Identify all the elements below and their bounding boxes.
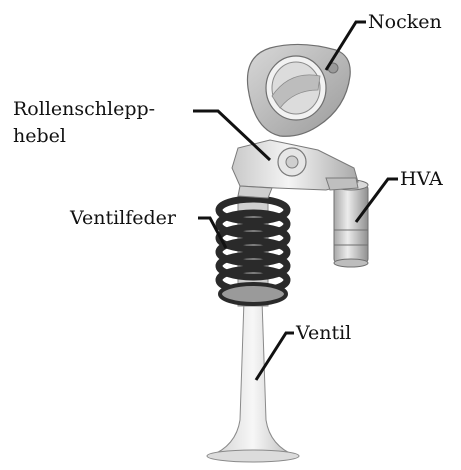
label-rollenschlepphebel-line2: hebel	[13, 124, 66, 148]
valve	[207, 300, 299, 462]
hydraulic-lash-adjuster	[334, 180, 368, 267]
label-ventilfeder: Ventilfeder	[70, 206, 176, 230]
label-nocken: Nocken	[368, 10, 442, 34]
label-ventil: Ventil	[296, 321, 351, 345]
valve-spring	[219, 196, 287, 306]
label-hva: HVA	[400, 167, 443, 191]
roller-finger-follower	[232, 140, 358, 198]
label-rollenschlepphebel-line1: Rollenschlepp-	[13, 97, 155, 121]
